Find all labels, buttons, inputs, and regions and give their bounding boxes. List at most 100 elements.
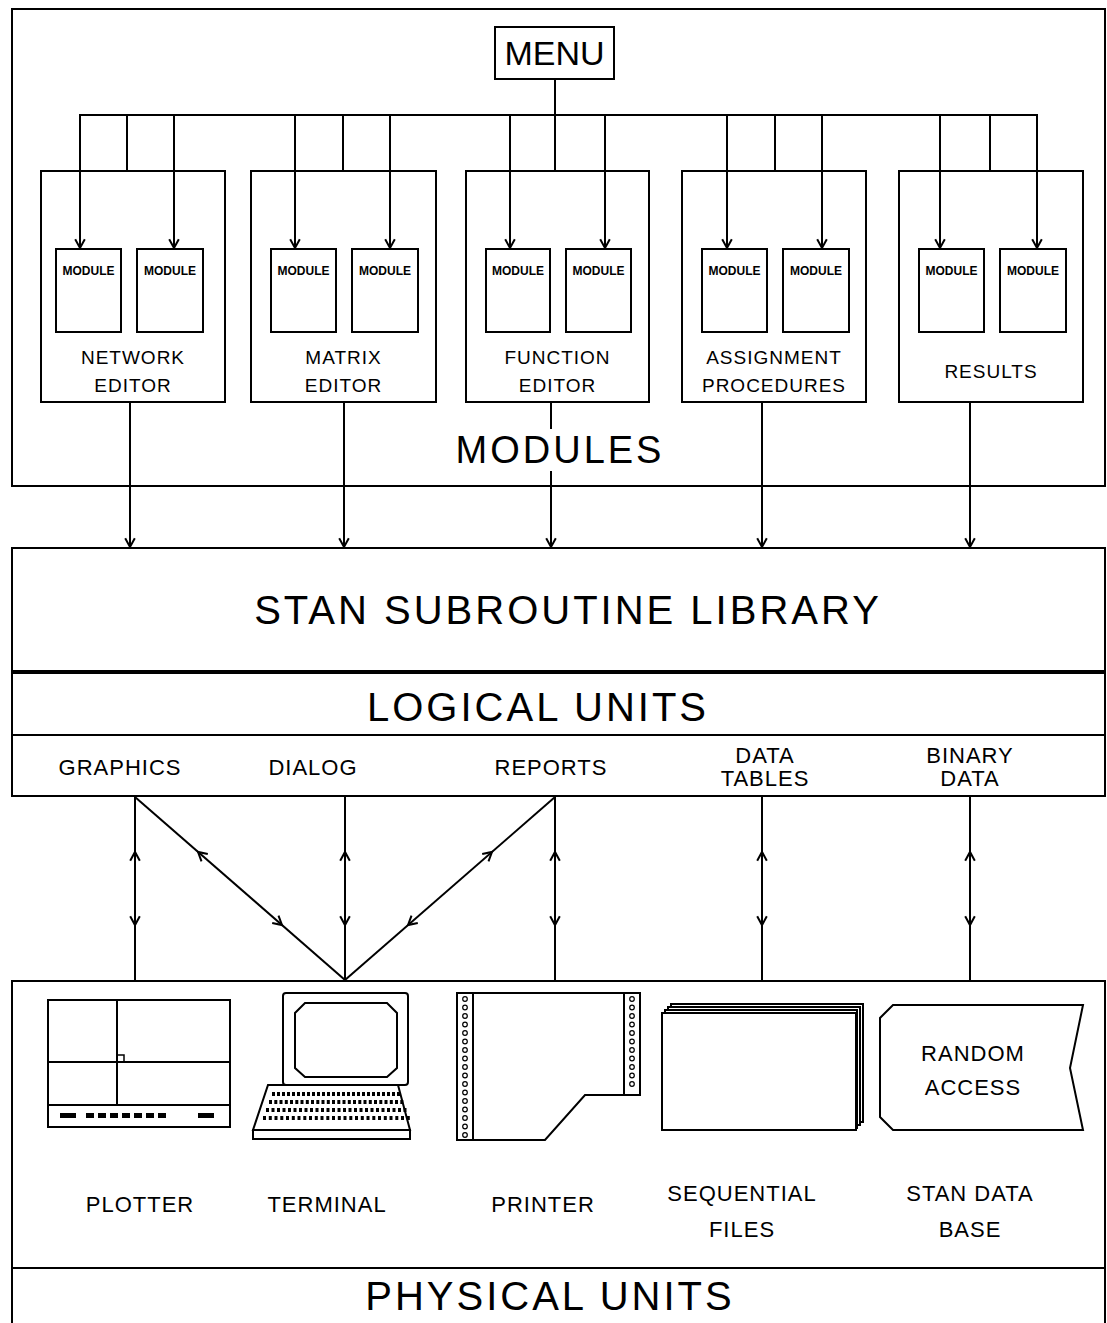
connector — [385, 80, 555, 248]
connector — [555, 80, 827, 248]
arrowhead — [722, 239, 732, 248]
connector-line — [555, 80, 727, 248]
group-box: MATRIX EDITORMODULEMODULE — [250, 170, 437, 403]
connector — [125, 403, 135, 547]
panel: PHYSICAL UNITSPLOTTERTERMINALPRINTERSEQU… — [11, 980, 1106, 1323]
connector-line — [345, 797, 555, 980]
physical-unit: RANDOM ACCESSSTAN DATA BASE — [870, 980, 1090, 1250]
panel-title: LOGICAL UNITS — [367, 685, 709, 729]
text-slot: MODULE — [57, 261, 121, 279]
unit-label: PRINTER — [491, 1192, 595, 1217]
module-box: MODULE — [270, 248, 337, 333]
arrowhead — [340, 852, 350, 861]
text-slot: LOGICAL UNITS — [38, 684, 1038, 730]
connector — [555, 80, 990, 170]
connector — [75, 80, 555, 248]
connector — [757, 797, 767, 980]
arrowhead — [339, 538, 349, 547]
arrowhead — [75, 239, 85, 248]
connector-line — [761, 797, 763, 980]
logical-unit: DATA TABLES — [700, 737, 830, 797]
text-slot: MODULE — [920, 261, 984, 279]
group-box: RESULTSMODULEMODULE — [898, 170, 1084, 403]
module-label: MODULE — [278, 264, 330, 278]
unit-label: SEQUENTIAL FILES — [667, 1181, 816, 1242]
arrowhead — [600, 239, 610, 248]
connector-line — [343, 403, 345, 547]
connector-line — [174, 80, 555, 248]
connector-line — [510, 80, 555, 248]
connector-line — [969, 797, 971, 980]
arrowhead — [965, 852, 975, 861]
text-slot: PRINTER — [453, 1187, 633, 1223]
arrowhead — [550, 916, 560, 925]
connector — [965, 403, 975, 547]
module-label: MODULE — [790, 264, 842, 278]
module-label: MODULE — [492, 264, 544, 278]
text-slot: REPORTS — [479, 756, 624, 779]
connector — [290, 80, 555, 248]
connector-line — [761, 403, 763, 547]
connector — [340, 797, 350, 980]
text-slot: MODULE — [784, 261, 848, 279]
text-slot: MODULE — [567, 261, 631, 279]
arrowhead — [757, 538, 767, 547]
unit-label: DATA TABLES — [721, 743, 810, 791]
menu-box: MENU — [494, 26, 615, 80]
group-label: ASSIGNMENT PROCEDURES — [702, 347, 846, 396]
arrowhead — [1032, 239, 1042, 248]
arrowhead — [546, 538, 556, 547]
logical-unit: REPORTS — [476, 737, 626, 797]
unit-label: GRAPHICS — [59, 755, 182, 780]
connector-line — [555, 80, 775, 170]
physical-unit: SEQUENTIAL FILES — [655, 980, 860, 1250]
connector — [555, 80, 775, 170]
arrowhead — [125, 538, 135, 547]
logical-unit: DIALOG — [248, 737, 378, 797]
printer-icon — [457, 993, 640, 1140]
connector-line — [555, 80, 822, 248]
text-slot: STAN SUBROUTINE LIBRARY — [68, 587, 1068, 633]
module-box: MODULE — [351, 248, 419, 333]
arrowhead — [130, 916, 140, 925]
unit-label: BINARY DATA — [926, 743, 1014, 791]
group-label: RESULTS — [944, 361, 1037, 382]
arrowhead — [198, 852, 208, 861]
connector — [555, 80, 732, 248]
panel: LOGICAL UNITS GRAPHICS DIALOG REPORTS DATA T… — [11, 672, 1106, 797]
text-slot: GRAPHICS — [48, 756, 193, 779]
row-divider — [11, 734, 1105, 736]
text-slot: TERMINAL — [237, 1187, 417, 1223]
connector-line — [555, 80, 605, 248]
connector-line — [135, 797, 345, 980]
connector — [135, 797, 345, 980]
arrowhead — [965, 916, 975, 925]
unit-label: STAN DATA BASE — [906, 1181, 1034, 1242]
arrowhead — [272, 916, 282, 925]
arrowhead — [757, 916, 767, 925]
connector — [965, 797, 975, 980]
arrowhead — [482, 852, 492, 861]
arrowhead — [408, 916, 418, 925]
connector-line — [295, 80, 555, 248]
connector-line — [390, 80, 555, 248]
module-box: MODULE — [485, 248, 551, 333]
text-slot: STAN DATA BASE — [895, 1176, 1045, 1248]
connector-line — [129, 403, 131, 547]
text-slot: NETWORK EDITOR — [58, 344, 208, 400]
connector-line — [344, 797, 346, 980]
panel-title: MODULES — [450, 429, 671, 471]
unit-label: REPORTS — [495, 755, 608, 780]
text-slot: RESULTS — [916, 358, 1066, 386]
group-label: FUNCTION EDITOR — [504, 347, 610, 396]
module-box: MODULE — [918, 248, 985, 333]
connector-line — [554, 797, 556, 980]
text-slot: ASSIGNMENT PROCEDURES — [699, 344, 849, 400]
arrowhead — [757, 852, 767, 861]
unit-label: PLOTTER — [86, 1192, 194, 1217]
connector — [127, 80, 555, 170]
arrowhead — [550, 852, 560, 861]
module-box: MODULE — [565, 248, 632, 333]
